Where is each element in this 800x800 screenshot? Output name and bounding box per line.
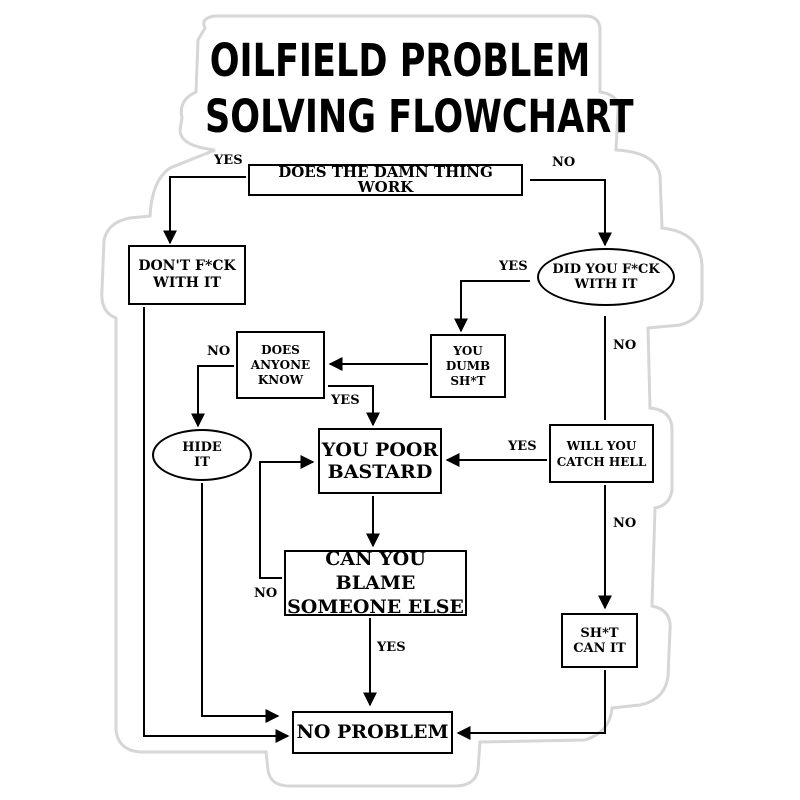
node-no-problem: NO PROBLEM	[292, 711, 453, 754]
node-dont-fck-with-it: DON'T F*CK WITH IT	[128, 245, 246, 305]
node-can-you-blame-someone-else: CAN YOU BLAME SOMEONE ELSE	[284, 548, 467, 618]
node-did-you-fck-with-it-label: DID YOU F*CK WITH IT	[552, 262, 660, 292]
node-will-you-catch-hell: WILL YOU CATCH HELL	[549, 424, 654, 483]
node-dont-fck-with-it-label: DON'T F*CK WITH IT	[138, 258, 236, 291]
label-know-yes: YES	[331, 393, 360, 408]
node-you-poor-bastard-label: YOU POOR BASTARD	[321, 439, 439, 483]
node-does-it-work-label: DOES THE DAMN THING WORK	[278, 163, 493, 196]
label-hell-yes: YES	[508, 439, 537, 454]
node-will-you-catch-hell-label: WILL YOU CATCH HELL	[556, 438, 647, 469]
node-can-it-label: SH*T CAN IT	[573, 625, 626, 656]
title-line-2: SOLVING FLOWCHART	[205, 90, 634, 143]
label-work-no: NO	[552, 155, 576, 170]
node-hide-it-label: HIDE IT	[182, 440, 222, 470]
node-does-anyone-know-label: DOES ANYONE KNOW	[250, 342, 311, 387]
node-you-poor-bastard: YOU POOR BASTARD	[318, 428, 442, 494]
node-can-it: SH*T CAN IT	[561, 613, 638, 668]
label-blame-no: NO	[254, 586, 278, 601]
label-fck-yes: YES	[499, 259, 528, 274]
label-fck-no: NO	[613, 338, 637, 353]
node-no-problem-label: NO PROBLEM	[296, 721, 449, 743]
node-did-you-fck-with-it: DID YOU F*CK WITH IT	[537, 248, 675, 306]
label-know-no: NO	[207, 344, 231, 359]
label-blame-yes: YES	[377, 640, 406, 655]
node-you-dumb: YOU DUMB SH*T	[430, 334, 506, 398]
title-line-1: OILFIELD PROBLEM	[209, 34, 591, 87]
label-work-yes: YES	[214, 153, 243, 168]
label-hell-no: NO	[613, 516, 637, 531]
node-hide-it: HIDE IT	[152, 429, 252, 481]
node-does-anyone-know: DOES ANYONE KNOW	[236, 331, 325, 399]
node-can-you-blame-label: CAN YOU BLAME SOMEONE ELSE	[287, 548, 464, 618]
node-does-it-work: DOES THE DAMN THING WORK	[248, 164, 523, 196]
node-you-dumb-label: YOU DUMB SH*T	[445, 343, 491, 388]
